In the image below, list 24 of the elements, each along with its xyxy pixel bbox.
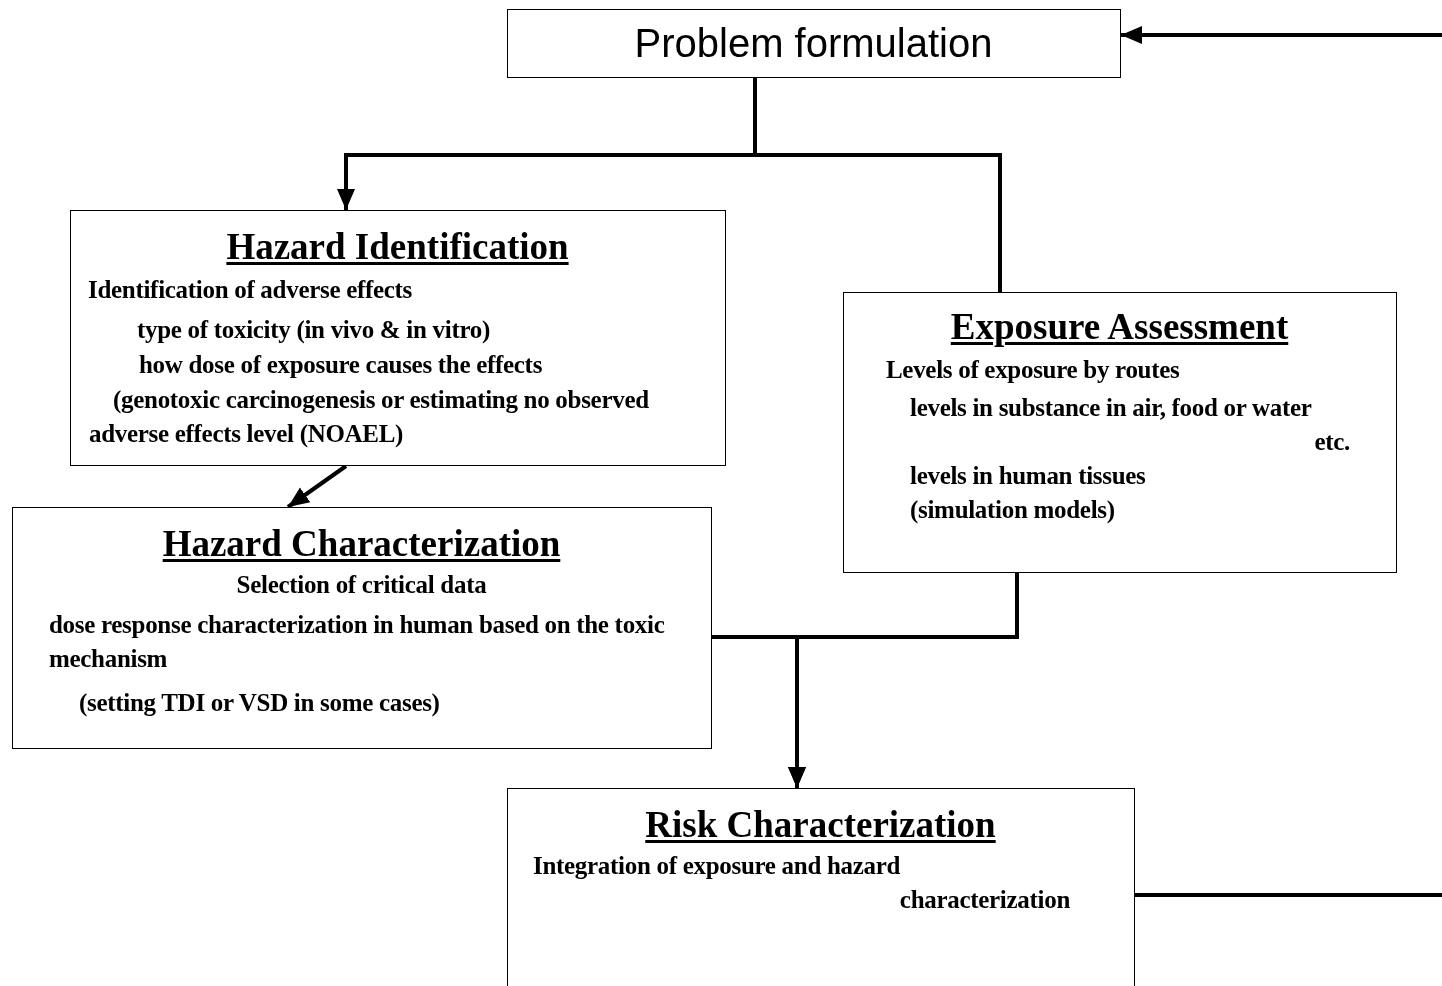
body-text: Integration of exposure and hazard characterization [533, 851, 1070, 915]
body-text: Selection of critical data [235, 570, 488, 600]
connector-arrow [1121, 26, 1442, 44]
body-text: (setting TDI or VSD in some cases) [79, 688, 441, 719]
section-heading: Hazard Characterization [161, 522, 562, 566]
section-heading: Exposure Assessment [949, 305, 1290, 349]
process-box [507, 9, 1121, 78]
process-box [70, 210, 726, 466]
body-text: how dose of exposure causes the effects [139, 350, 544, 380]
body-text: Levels of exposure by routes [886, 355, 1181, 385]
body-text: levels in substance in air, food or water etc. [910, 393, 1350, 457]
box-title: Problem formulation [633, 20, 994, 67]
body-text: (genotoxic carcinogenesis or estimating no observed adverse effects level (NOAEL) [89, 385, 650, 449]
body-text: type of toxicity (in vivo & in vitro) [137, 315, 491, 346]
process-box [12, 507, 712, 749]
body-text: levels in human tissues [910, 461, 1147, 491]
body-text: dose response characterization in human based on the toxic mechanism [49, 610, 666, 674]
connector-arrow [286, 464, 348, 509]
section-heading: Risk Characterization [644, 803, 997, 847]
section-heading: Hazard Identification [225, 225, 570, 269]
body-text: Identification of adverse effects [88, 275, 414, 305]
process-box [843, 292, 1397, 573]
process-box [507, 788, 1135, 986]
body-text: (simulation models) [910, 495, 1116, 526]
